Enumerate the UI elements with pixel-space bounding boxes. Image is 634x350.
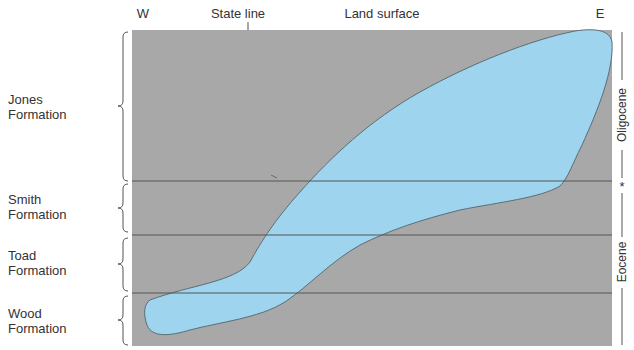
surface-label: Land surface bbox=[344, 6, 419, 21]
brace bbox=[118, 238, 128, 291]
epoch-line bbox=[622, 288, 623, 345]
formation-label: Jones Formation bbox=[8, 92, 88, 122]
formation-label: Toad Formation bbox=[8, 248, 88, 278]
bedrock-ground bbox=[132, 30, 612, 346]
boundary-label: State line bbox=[211, 6, 265, 21]
epoch-label: Oligocene bbox=[615, 86, 630, 144]
formation-boundary bbox=[132, 235, 612, 236]
direction-label: E bbox=[596, 6, 605, 21]
formation-boundary bbox=[132, 293, 612, 294]
direction-label: W bbox=[137, 6, 149, 21]
formation-label: Smith Formation bbox=[8, 192, 88, 222]
epoch-label: Eocene bbox=[615, 240, 630, 285]
epoch-line bbox=[622, 32, 623, 80]
formation-braces bbox=[118, 32, 128, 345]
epoch-line bbox=[622, 193, 623, 237]
brace bbox=[118, 184, 128, 232]
formation-boundary bbox=[132, 181, 612, 182]
boundary-marker: * bbox=[619, 179, 624, 194]
epoch-line bbox=[622, 150, 623, 178]
aquifer-body bbox=[145, 30, 613, 335]
brace bbox=[118, 32, 128, 181]
state-line-tick bbox=[248, 22, 249, 30]
brace bbox=[118, 296, 128, 345]
tick-mark bbox=[271, 175, 277, 178]
formation-label: Wood Formation bbox=[8, 306, 88, 336]
